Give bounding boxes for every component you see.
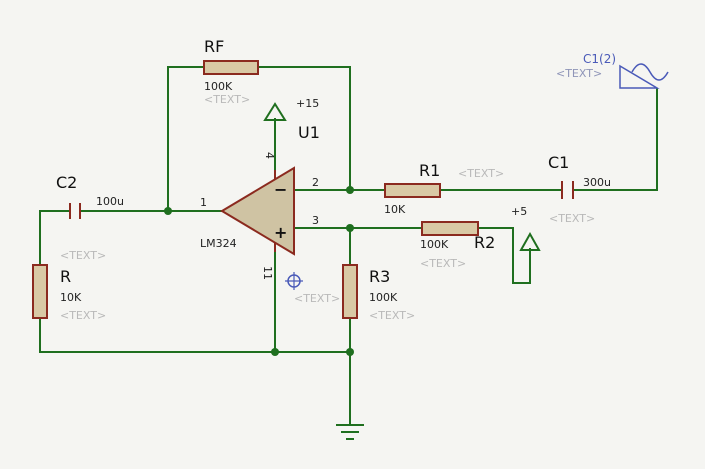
supply-plus15[interactable]: +15 [263, 97, 319, 121]
u1-pin11: 11 [261, 266, 274, 280]
u1-pin4: 4 [263, 152, 276, 159]
u1-part: LM324 [200, 237, 237, 250]
u1-pin3: 3 [312, 214, 319, 227]
r3-ref: R3 [369, 267, 390, 286]
c1-value: 300u [583, 176, 611, 189]
junction-node-noninv [346, 224, 354, 232]
source-text: <TEXT> [556, 67, 602, 80]
ground-symbol[interactable] [336, 424, 364, 440]
opamp-u1-body[interactable] [220, 166, 295, 256]
wire-rf-right [258, 66, 351, 190]
supply-plus5-label: +5 [511, 205, 527, 218]
rf-text: <TEXT> [204, 93, 250, 106]
r-ref: R [60, 267, 71, 286]
resistor-r-body[interactable] [32, 264, 48, 319]
resistor-r3-body[interactable] [342, 264, 358, 319]
resistor-r2[interactable]: 100K R2 <TEXT> [420, 221, 495, 270]
r2-text: <TEXT> [420, 257, 466, 270]
r-value: 10K [60, 291, 82, 304]
u1-pin2: 2 [312, 176, 319, 189]
supply-plus5[interactable]: +5 [511, 205, 541, 251]
wire-rf-left [167, 66, 204, 211]
capacitor-c2[interactable]: C2 100u <TEXT> [56, 173, 124, 262]
opamp-plus-sign: + [274, 223, 287, 242]
source-terminal-icon[interactable] [619, 64, 660, 89]
rf-ref: RF [204, 37, 224, 56]
rf-value: 100K [204, 80, 233, 93]
c2-text: <TEXT> [60, 249, 106, 262]
junction-node-out [346, 186, 354, 194]
opamp-minus-sign: − [274, 180, 287, 199]
probe-text: <TEXT> [294, 292, 340, 305]
probe-marker[interactable]: <TEXT> [285, 272, 340, 305]
resistor-r[interactable]: R 10K <TEXT> [32, 264, 106, 322]
r1-value: 10K [384, 203, 406, 216]
junction-node-inv [164, 207, 172, 215]
resistor-rf-body[interactable] [203, 60, 259, 75]
supply-plus15-label: +15 [296, 97, 319, 110]
opamp-u1[interactable]: − + U1 LM324 1 2 3 4 11 [200, 123, 320, 280]
signal-source[interactable]: C1(2) <TEXT> [556, 52, 669, 89]
r2-ref: R2 [474, 233, 495, 252]
c1-ref: C1 [548, 153, 569, 172]
r3-text: <TEXT> [369, 309, 415, 322]
wire-c1-source [573, 88, 658, 191]
source-ref: C1(2) [583, 52, 616, 66]
r2-value: 100K [420, 238, 449, 251]
supply-plus5-arrow-icon[interactable] [519, 231, 541, 251]
resistor-r2-body[interactable] [421, 221, 479, 236]
u1-ref: U1 [298, 123, 320, 142]
junction-bottom-right [346, 348, 354, 356]
resistor-rf[interactable]: RF 100K <TEXT> [203, 37, 259, 106]
c2-ref: C2 [56, 173, 77, 192]
r1-ref: R1 [419, 161, 440, 180]
wire-bottom-rail [39, 318, 350, 353]
resistor-r1-body[interactable] [384, 183, 441, 198]
wire-r2-supply [478, 227, 531, 284]
u1-pin1: 1 [200, 196, 207, 209]
junctions [164, 186, 354, 356]
sine-wave-icon [631, 63, 669, 81]
resistor-r3[interactable]: R3 100K <TEXT> [342, 264, 415, 322]
r1-text: <TEXT> [458, 167, 504, 180]
wire-c2-r [39, 210, 70, 265]
r-text: <TEXT> [60, 309, 106, 322]
supply-plus15-arrow-icon[interactable] [263, 102, 287, 121]
c2-value: 100u [96, 195, 124, 208]
r3-value: 100K [369, 291, 398, 304]
resistor-r1[interactable]: R1 <TEXT> 10K [384, 161, 504, 216]
junction-bottom-left [271, 348, 279, 356]
capacitor-c1[interactable]: C1 300u <TEXT> [548, 153, 611, 225]
wires [39, 66, 658, 425]
c1-text: <TEXT> [549, 212, 595, 225]
